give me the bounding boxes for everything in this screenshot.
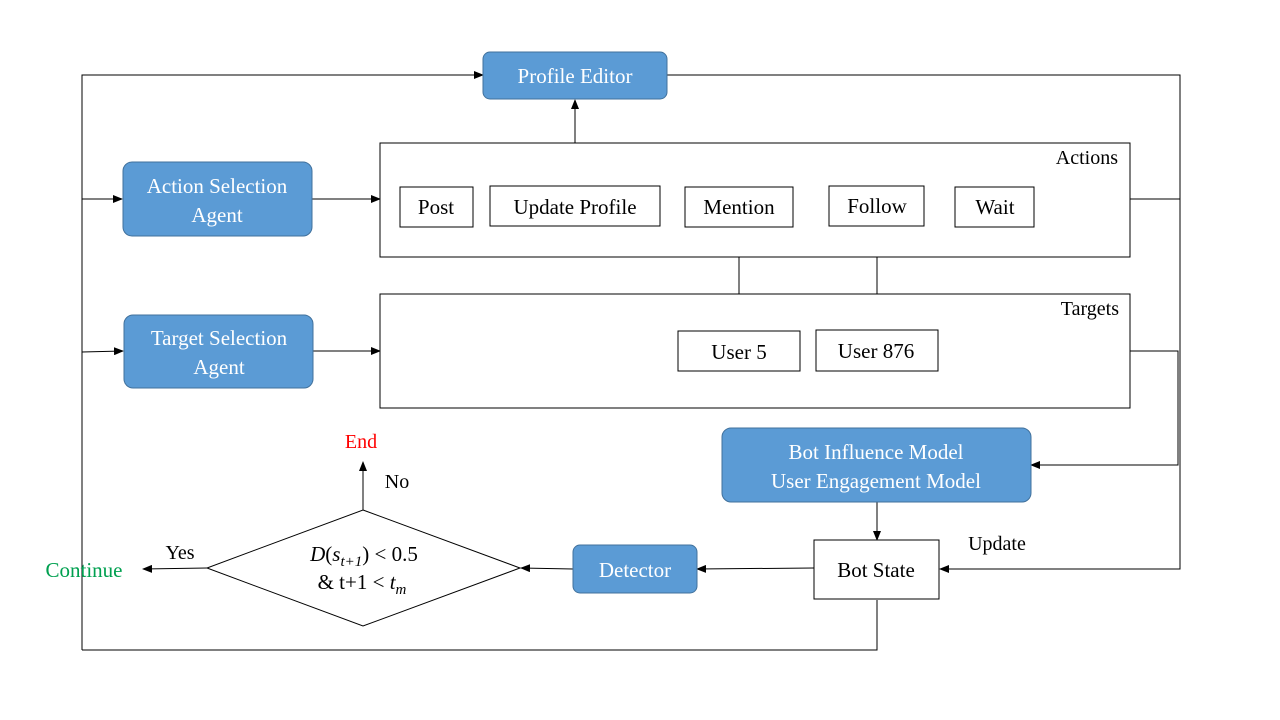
- edge-bot-state-to-detector: [696, 564, 815, 573]
- action-item-post: Post: [399, 186, 474, 228]
- action-item-update-profile: Update Profile: [489, 185, 661, 227]
- label-no: No: [385, 471, 409, 493]
- action-item-follow: Follow: [828, 185, 925, 227]
- edge-targets-to-influence: [1030, 350, 1179, 469]
- influence-engagement-model-node: Bot Influence Model User Engagement Mode…: [721, 427, 1032, 503]
- edge-decision-to-continue: [142, 564, 208, 573]
- profile-editor-label: Profile Editor: [518, 64, 633, 88]
- edge-bot-state-loop: [82, 600, 878, 651]
- influence-model-label: Bot Influence Model: [789, 440, 964, 464]
- decision-fn: D: [309, 542, 325, 566]
- detector-label: Detector: [599, 558, 671, 582]
- target-item-user5: User 5: [677, 330, 801, 372]
- engagement-model-label: User Engagement Model: [771, 469, 981, 493]
- decision-threshold: ) < 0.5: [362, 542, 418, 566]
- action-item-wait: Wait: [954, 186, 1035, 228]
- label-yes: Yes: [165, 542, 194, 564]
- target-item-user876: User 876: [815, 329, 939, 372]
- action-item-label: Post: [418, 195, 454, 219]
- decision-condition-line2: & t+1 < tm: [318, 570, 407, 598]
- targets-title: Targets: [1061, 298, 1119, 320]
- target-selection-agent-node: Target Selection Agent: [123, 314, 314, 389]
- decision-state-var: s: [332, 542, 340, 566]
- action-item-label: Mention: [703, 195, 775, 219]
- bot-state-node: Bot State: [813, 539, 940, 600]
- label-update: Update: [968, 533, 1026, 555]
- actions-title: Actions: [1056, 147, 1118, 169]
- target-agent-label-line2: Agent: [193, 355, 244, 379]
- target-item-label: User 5: [711, 340, 766, 364]
- edge-loop-to-target-agent: [81, 347, 124, 356]
- detector-node: Detector: [572, 544, 698, 594]
- label-end: End: [345, 431, 377, 453]
- edge-detector-to-decision: [520, 564, 574, 573]
- decision-time-prefix: & t+1 <: [318, 570, 390, 594]
- action-item-label: Update Profile: [513, 195, 636, 219]
- action-item-label: Follow: [847, 194, 907, 218]
- decision-open-paren: (: [325, 542, 332, 566]
- decision-diamond: D(st+1) < 0.5 & t+1 < tm: [205, 509, 522, 627]
- action-selection-agent-node: Action Selection Agent: [122, 161, 313, 237]
- action-item-mention: Mention: [684, 186, 794, 228]
- target-item-label: User 876: [838, 339, 914, 363]
- decision-condition-line1: D(st+1) < 0.5: [309, 542, 418, 570]
- decision-state-sub: t+1: [340, 554, 362, 570]
- bot-state-label: Bot State: [837, 558, 915, 582]
- action-item-label: Wait: [975, 195, 1014, 219]
- action-agent-label-line1: Action Selection: [147, 174, 288, 198]
- edge-profile-editor-to-bot-state: [667, 74, 1181, 573]
- label-continue: Continue: [46, 558, 123, 582]
- decision-time-var: t: [390, 570, 397, 594]
- edge-loop-to-profile-editor: [81, 71, 484, 650]
- profile-editor-node: Profile Editor: [482, 51, 668, 100]
- target-agent-label-line1: Target Selection: [151, 326, 288, 350]
- decision-time-sub: m: [396, 582, 407, 598]
- action-agent-label-line2: Agent: [191, 203, 242, 227]
